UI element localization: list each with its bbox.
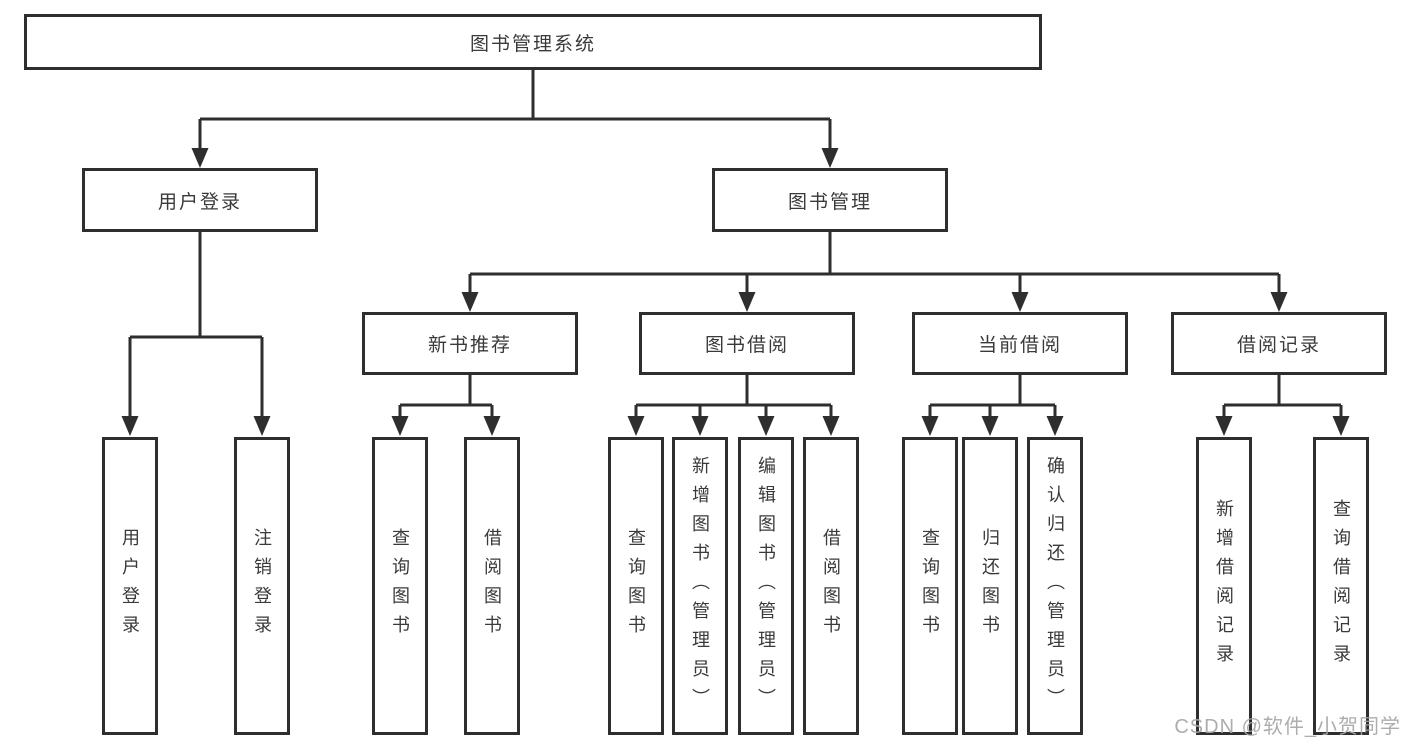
arrowhead-icon bbox=[822, 416, 840, 436]
node-return-books: 归还图书 bbox=[962, 437, 1018, 735]
node-query-borrow-record: 查询借阅记录 bbox=[1313, 437, 1369, 735]
arrowhead-icon bbox=[253, 416, 271, 436]
node-logout: 注销登录 bbox=[234, 437, 290, 735]
arrowhead-icon bbox=[691, 416, 709, 436]
node-root: 图书管理系统 bbox=[24, 14, 1042, 70]
node-current-borrow: 当前借阅 bbox=[912, 312, 1128, 375]
connector-book-management-to-level3 bbox=[461, 232, 1288, 312]
arrowhead-icon bbox=[461, 292, 479, 312]
arrowhead-icon bbox=[1011, 292, 1029, 312]
arrowhead-icon bbox=[1046, 416, 1064, 436]
arrowhead-icon bbox=[981, 416, 999, 436]
node-recommend-borrow-books: 借阅图书 bbox=[464, 437, 520, 735]
watermark: CSDN @软件_小贺同学 bbox=[1174, 716, 1401, 738]
connector-root-to-level2 bbox=[191, 70, 839, 168]
node-recommend-query-books: 查询图书 bbox=[372, 437, 428, 735]
connector-current-borrow-group bbox=[921, 375, 1064, 436]
arrowhead-icon bbox=[1332, 416, 1350, 436]
arrowhead-icon bbox=[921, 416, 939, 436]
node-user-login: 用户登录 bbox=[102, 437, 158, 735]
node-borrow-query-books: 查询图书 bbox=[608, 437, 664, 735]
arrowhead-icon bbox=[483, 416, 501, 436]
node-book-borrow: 图书借阅 bbox=[639, 312, 855, 375]
arrowhead-icon bbox=[1270, 292, 1288, 312]
arrowhead-icon bbox=[738, 292, 756, 312]
arrowhead-icon bbox=[121, 416, 139, 436]
node-new-book-recommend: 新书推荐 bbox=[362, 312, 578, 375]
connector-borrow-record-group bbox=[1215, 375, 1350, 436]
node-confirm-return-admin: 确认归还（管理员） bbox=[1027, 437, 1083, 735]
arrowhead-icon bbox=[391, 416, 409, 436]
node-borrow-record: 借阅记录 bbox=[1171, 312, 1387, 375]
arrowhead-icon bbox=[821, 148, 839, 168]
connector-new-book-recommend-group bbox=[391, 375, 501, 436]
node-edit-book-admin: 编辑图书（管理员） bbox=[738, 437, 794, 735]
node-user-login-group: 用户登录 bbox=[82, 168, 318, 232]
node-add-borrow-record: 新增借阅记录 bbox=[1196, 437, 1252, 735]
arrowhead-icon bbox=[757, 416, 775, 436]
arrowhead-icon bbox=[1215, 416, 1233, 436]
connector-book-borrow-group bbox=[627, 375, 840, 436]
connector-user-login-group bbox=[121, 232, 271, 436]
node-borrow-books: 借阅图书 bbox=[803, 437, 859, 735]
node-current-query-books: 查询图书 bbox=[902, 437, 958, 735]
arrowhead-icon bbox=[627, 416, 645, 436]
node-book-management: 图书管理 bbox=[712, 168, 948, 232]
node-add-book-admin: 新增图书（管理员） bbox=[672, 437, 728, 735]
arrowhead-icon bbox=[191, 148, 209, 168]
